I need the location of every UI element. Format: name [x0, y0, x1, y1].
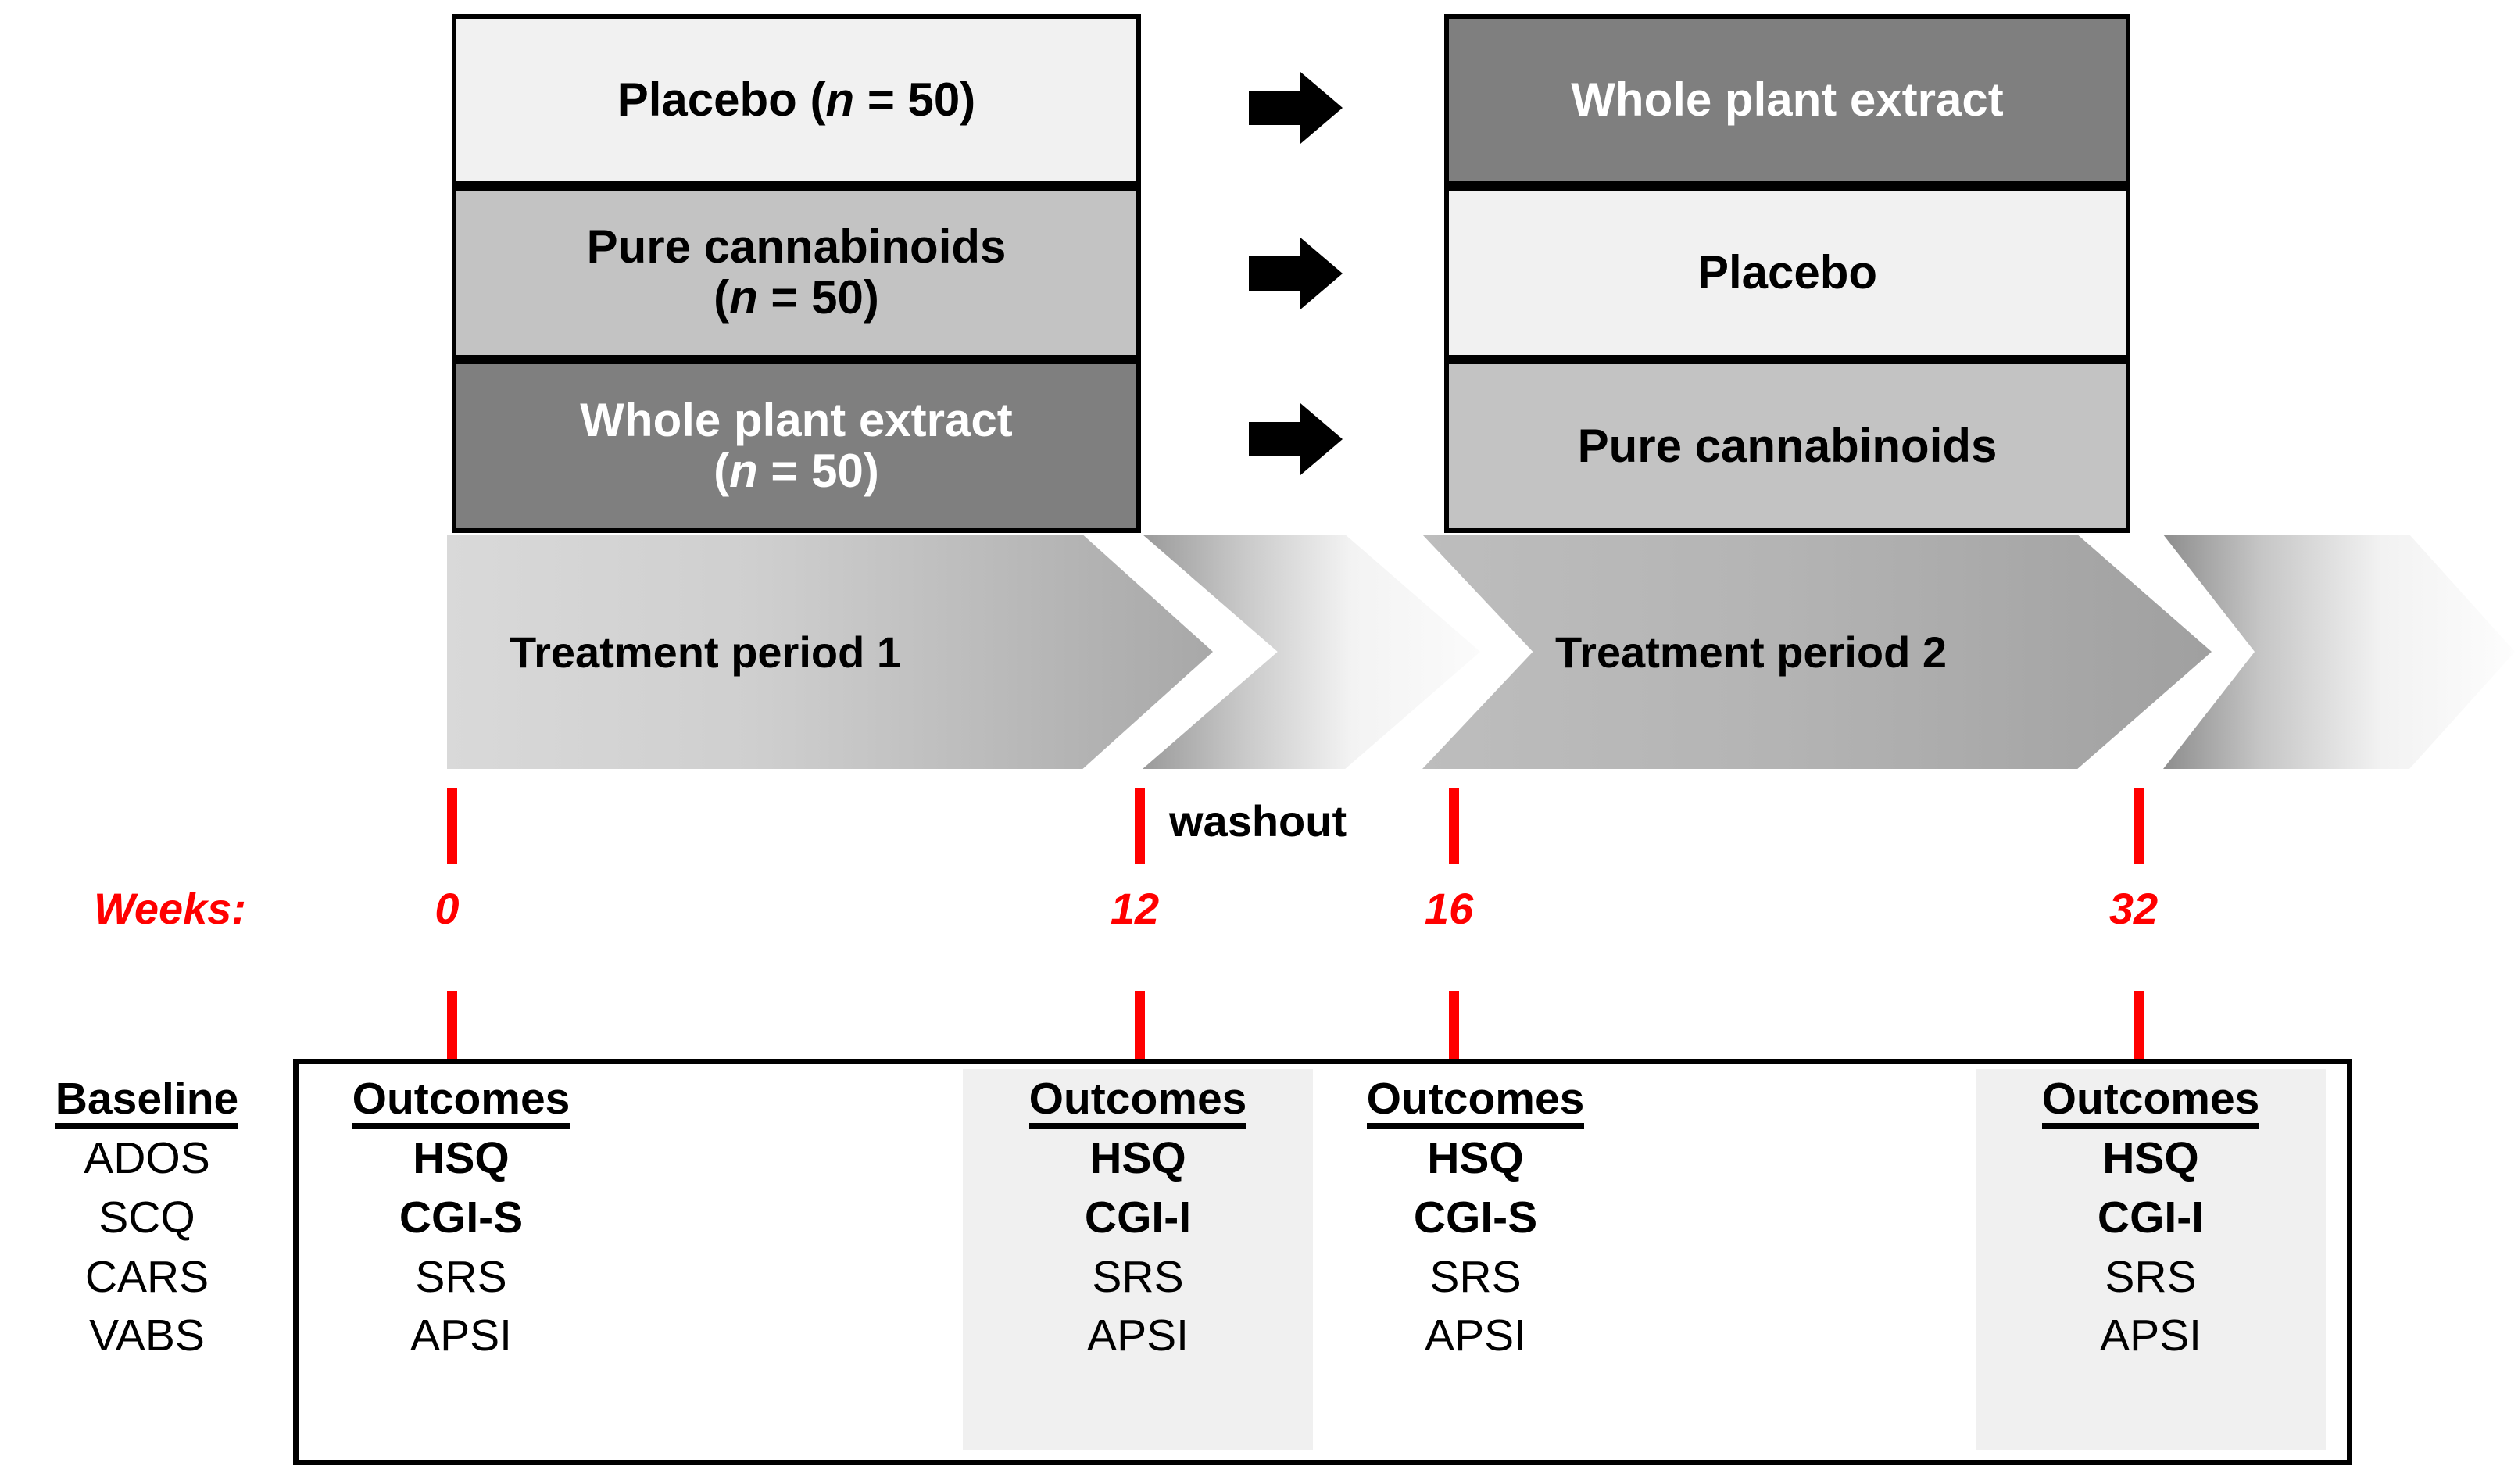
outcomes-header: Outcomes: [320, 1077, 602, 1129]
outcome-item: SRS: [1429, 1251, 1522, 1302]
baseline-item: SCQ: [98, 1192, 195, 1243]
baseline-item: VABS: [89, 1311, 205, 1361]
outcome-item: APSI: [1087, 1311, 1189, 1361]
period1-arm-placebo-label: Placebo (n = 50): [617, 73, 976, 126]
outcome-item: HSQ: [1089, 1133, 1186, 1183]
outcome-item: CGI-S: [1413, 1192, 1538, 1243]
timeline-treatment-period-2: Treatment period 2: [1422, 535, 2212, 769]
crossover-arrow-3-icon: [1249, 400, 1343, 482]
crossover-arrow-1-icon: [1249, 69, 1343, 151]
period2-arm-whole-plant-extract-label: Whole plant extract: [1571, 73, 2004, 126]
period1-arm-pure-cannabinoids-label: Pure cannabinoids: [586, 220, 1007, 274]
outcomes-header: Outcomes: [963, 1077, 1313, 1129]
period2-arm-placebo-label: Placebo: [1697, 245, 1878, 299]
week-label-12: 12: [1110, 884, 1160, 933]
outcome-item: SRS: [2105, 1251, 2197, 1302]
period1-arm-pure-cannabinoids-n: (n = 50): [714, 271, 879, 324]
outcome-item: SRS: [1092, 1251, 1184, 1302]
period1-arm-whole-plant-extract-label: Whole plant extract: [580, 394, 1013, 447]
outcomes-column-week-32: Outcomes HSQ CGI-I SRS APSI: [1976, 1069, 2326, 1450]
week-label-16: 16: [1424, 884, 1474, 933]
outcome-item: CGI-I: [2097, 1192, 2205, 1243]
outcome-item: APSI: [1425, 1311, 1526, 1361]
crossover-arrow-2-icon: [1249, 234, 1343, 316]
period2-arm-whole-plant-extract: Whole plant extract: [1444, 14, 2130, 186]
week-tick-0-lower: [447, 991, 457, 1061]
week-tick-12-lower: [1135, 991, 1145, 1061]
week-label-0: 0: [435, 884, 460, 933]
week-tick-0-upper: [447, 788, 457, 864]
period2-arm-placebo: Placebo: [1444, 186, 2130, 359]
weeks-prefix-label: Weeks:: [94, 884, 247, 933]
timeline-period-1-label: Treatment period 1: [510, 627, 902, 677]
week-tick-16-upper: [1449, 788, 1459, 864]
period2-arm-pure-cannabinoids: Pure cannabinoids: [1444, 359, 2130, 533]
baseline-column: Baseline ADOS SCQ CARS VABS: [16, 1077, 278, 1366]
period1-arm-whole-plant-extract: Whole plant extract (n = 50): [452, 359, 1141, 533]
week-tick-32-lower: [2134, 991, 2144, 1061]
period1-arm-placebo: Placebo (n = 50): [452, 14, 1141, 186]
week-label-32: 32: [2108, 884, 2159, 933]
outcomes-column-week-0: Outcomes HSQ CGI-S SRS APSI: [320, 1077, 602, 1366]
outcome-item: HSQ: [1427, 1133, 1524, 1183]
week-tick-16-lower: [1449, 991, 1459, 1061]
baseline-item: CARS: [84, 1251, 209, 1302]
outcome-item: HSQ: [2102, 1133, 2199, 1183]
period1-arm-whole-plant-extract-n: (n = 50): [714, 445, 879, 497]
outcome-item: APSI: [2100, 1311, 2201, 1361]
outcomes-header: Outcomes: [1976, 1077, 2326, 1129]
week-tick-32-upper: [2134, 788, 2144, 864]
baseline-item: ADOS: [84, 1133, 210, 1183]
outcome-item: CGI-I: [1084, 1192, 1192, 1243]
outcome-item: APSI: [410, 1311, 512, 1361]
washout-label: washout: [1169, 796, 1347, 846]
baseline-header: Baseline: [16, 1077, 278, 1129]
outcomes-column-week-12: Outcomes HSQ CGI-I SRS APSI: [963, 1069, 1313, 1450]
week-tick-12-upper: [1135, 788, 1145, 864]
outcome-item: HSQ: [413, 1133, 510, 1183]
outcome-item: CGI-S: [399, 1192, 524, 1243]
period1-arm-pure-cannabinoids: Pure cannabinoids (n = 50): [452, 186, 1141, 359]
outcomes-column-week-16: Outcomes HSQ CGI-S SRS APSI: [1319, 1077, 1632, 1366]
period2-arm-pure-cannabinoids-label: Pure cannabinoids: [1577, 419, 1998, 472]
timeline-treatment-period-1: Treatment period 1: [447, 535, 1213, 769]
timeline-trailing-chevron: [2163, 535, 2515, 769]
outcome-item: SRS: [415, 1251, 507, 1302]
outcomes-header: Outcomes: [1319, 1077, 1632, 1129]
timeline-period-2-label: Treatment period 2: [1555, 627, 1948, 677]
